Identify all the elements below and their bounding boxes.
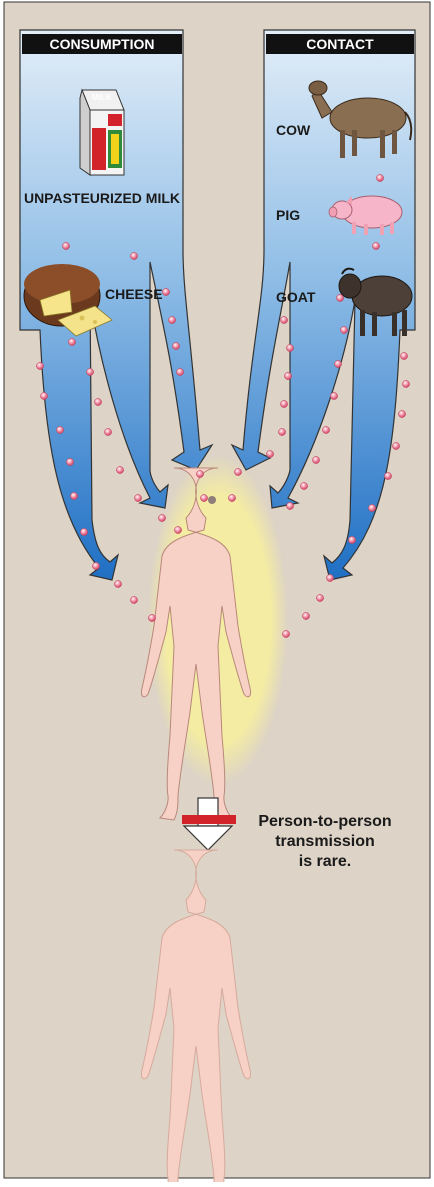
pathogen-particle: [286, 344, 293, 351]
pathogen-particle: [130, 252, 137, 259]
unpasteurized-milk-label: UNPASTEURIZED MILK: [22, 190, 182, 207]
pathogen-particle: [280, 316, 287, 323]
transmission-note: Person-to-person transmission is rare.: [245, 812, 405, 872]
pathogen-particle: [278, 428, 285, 435]
pathogen-particle: [56, 426, 63, 433]
pathogen-particle: [36, 362, 43, 369]
pathogen-particle: [330, 392, 337, 399]
pathogen-particle: [104, 428, 111, 435]
pathogen-particle: [176, 368, 183, 375]
contact-header: CONTACT: [266, 34, 414, 54]
pathogen-particle: [372, 242, 379, 249]
pathogen-particle: [134, 494, 141, 501]
pathogen-particle: [348, 536, 355, 543]
pathogen-particle: [300, 482, 307, 489]
pathogen-particle: [384, 472, 391, 479]
pathogen-particle: [168, 316, 175, 323]
milk-carton-icon: [80, 90, 124, 175]
pig-label: PIG: [276, 207, 300, 224]
pathogen-particle: [92, 562, 99, 569]
pathogen-particle: [302, 612, 309, 619]
pathogen-particle: [172, 342, 179, 349]
pathogen-particle: [62, 242, 69, 249]
pathogen-particle: [280, 400, 287, 407]
cow-label: COW: [276, 122, 310, 139]
blocked-bar: [182, 815, 236, 824]
pathogen-particle: [70, 492, 77, 499]
pathogen-particle: [400, 352, 407, 359]
pathogen-particle: [322, 426, 329, 433]
pathogen-particle: [282, 630, 289, 637]
pathogen-particle: [286, 502, 293, 509]
transmission-note-line2: transmission: [245, 832, 405, 852]
pathogen-particle: [86, 368, 93, 375]
goat-label: GOAT: [276, 289, 315, 306]
pathogen-particle: [94, 398, 101, 405]
pathogen-particle: [326, 574, 333, 581]
transmission-note-line3: is rare.: [245, 852, 405, 872]
transmission-note-line1: Person-to-person: [245, 812, 405, 832]
pathogen-particle: [228, 494, 235, 501]
pathogen-particle: [162, 288, 169, 295]
pathogen-particle: [80, 528, 87, 535]
consumption-header: CONSUMPTION: [22, 34, 182, 54]
pathogen-particle: [200, 494, 207, 501]
pathogen-particle: [116, 466, 123, 473]
pathogen-particle: [68, 338, 75, 345]
pathogen-particle: [266, 450, 273, 457]
pathogen-particle: [40, 392, 47, 399]
pathogen-particle: [196, 470, 203, 477]
pathogen-particle: [340, 326, 347, 333]
pathogen-particle: [158, 514, 165, 521]
pathogen-particle: [336, 294, 343, 301]
pathogen-particle: [114, 580, 121, 587]
pathogen-particle: [174, 526, 181, 533]
pathogen-particle: [334, 360, 341, 367]
milk-carton-text: MILK: [92, 93, 112, 102]
pathogen-particle: [368, 504, 375, 511]
cheese-label: CHEESE: [105, 286, 163, 303]
pathogen-particle: [234, 468, 241, 475]
pathogen-particle: [66, 458, 73, 465]
pathogen-particle: [402, 380, 409, 387]
pathogen-particle: [312, 456, 319, 463]
pathogen-particle: [148, 614, 155, 621]
pathogen-particle: [392, 442, 399, 449]
pathogen-particle: [398, 410, 405, 417]
pathogen-particle: [130, 596, 137, 603]
pathogen-particle: [316, 594, 323, 601]
pathogen-particle: [376, 174, 383, 181]
pathogen-particle: [284, 372, 291, 379]
